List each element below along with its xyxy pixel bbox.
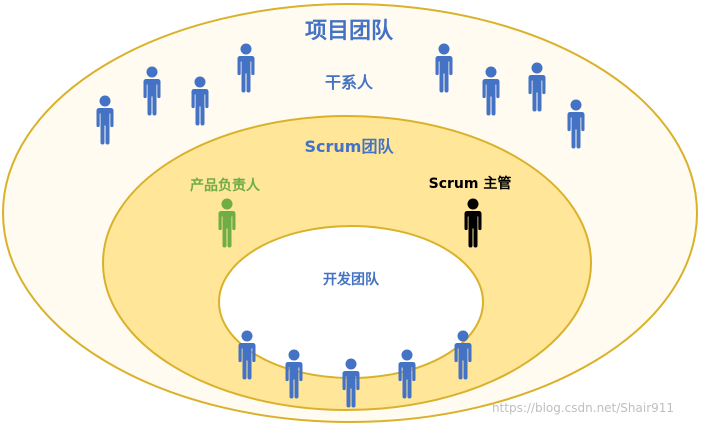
watermark: https://blog.csdn.net/Shair911 bbox=[491, 401, 675, 415]
dev-team-label: 开发团队 bbox=[323, 272, 379, 288]
stakeholders-label: 干系人 bbox=[324, 73, 374, 92]
scrum-master-label: Scrum 主管 bbox=[428, 176, 512, 192]
project-team-title: 项目团队 bbox=[304, 19, 394, 44]
product-owner-label: 产品负责人 bbox=[190, 178, 260, 194]
scrum-team-label: Scrum团队 bbox=[304, 137, 394, 156]
dev-team-ellipse bbox=[218, 225, 484, 379]
